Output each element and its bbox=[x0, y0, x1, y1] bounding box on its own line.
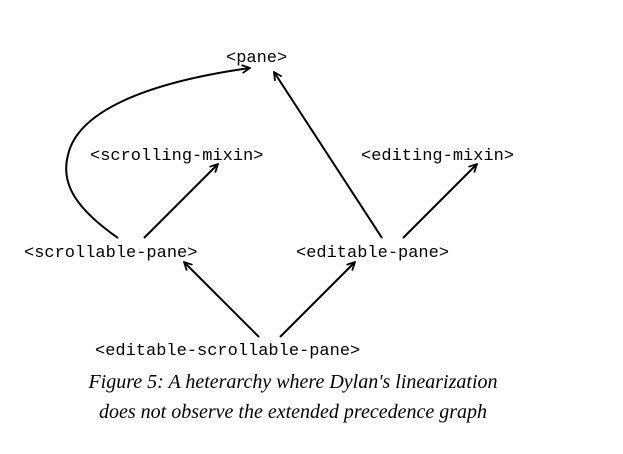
node-pane: <pane> bbox=[226, 49, 287, 68]
edge-editable-scrollable-pane-to-scrollable-pane bbox=[184, 262, 260, 338]
edge-scrollable-pane-to-scrolling-mixin bbox=[143, 164, 218, 239]
edge-editable-scrollable-pane-to-editable-pane bbox=[279, 262, 355, 338]
node-editing-mixin: <editing-mixin> bbox=[361, 147, 514, 166]
node-editable-scrollable-pane: <editable-scrollable-pane> bbox=[95, 342, 360, 361]
figure-caption-line-1: Figure 5: A heterarchy where Dylan's lin… bbox=[87, 371, 497, 393]
node-editable-pane: <editable-pane> bbox=[296, 244, 449, 263]
edge-editable-pane-to-editing-mixin bbox=[402, 164, 477, 239]
node-scrolling-mixin: <scrolling-mixin> bbox=[90, 147, 263, 166]
edge-scrollable-pane-to-pane bbox=[65, 68, 250, 239]
edge-editable-pane-to-pane bbox=[274, 72, 383, 239]
figure-caption-line-2: does not observe the extended precedence… bbox=[99, 401, 487, 423]
node-scrollable-pane: <scrollable-pane> bbox=[24, 244, 197, 263]
